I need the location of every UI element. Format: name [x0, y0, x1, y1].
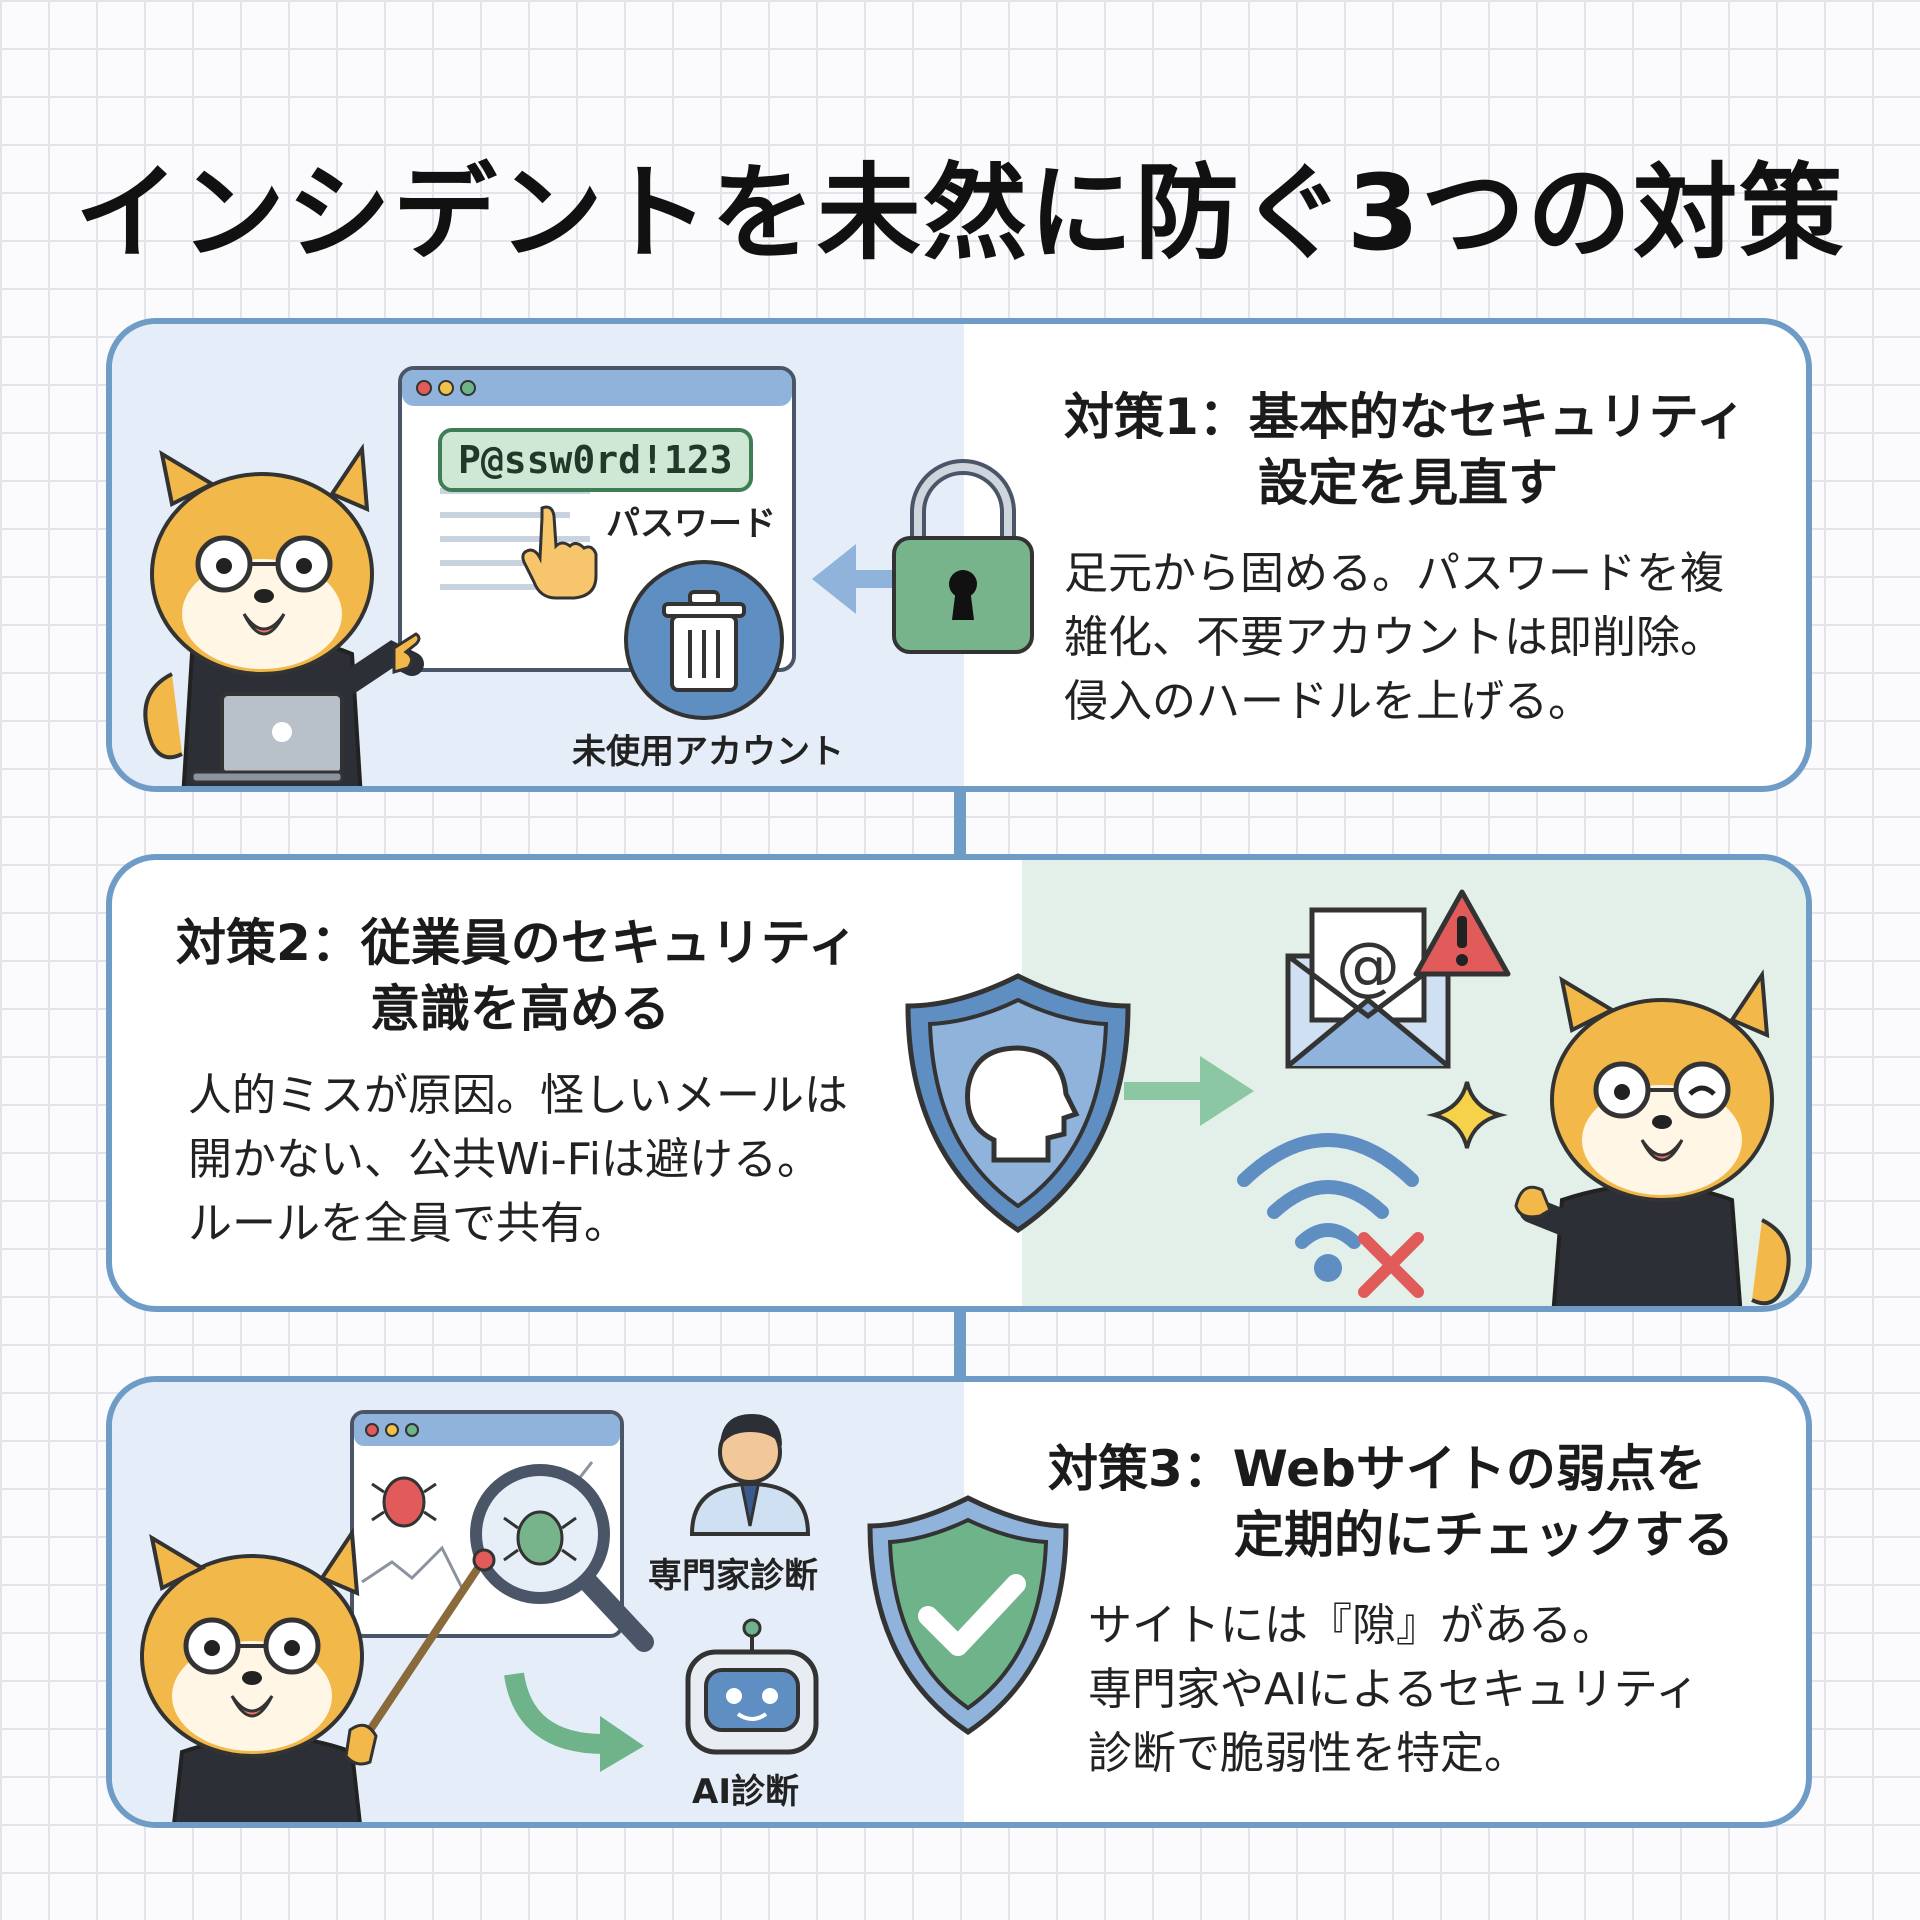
- measure-3-body-line: サイトには『隙』がある。: [1088, 1600, 1616, 1651]
- measure-1-body: 足元から固める。パスワードを複 雑化、不要アカウントは即削除。 侵入のハードルを…: [1064, 542, 1784, 734]
- measure-3-panel: 専門家診断 AI診断 対策3：: [106, 1376, 1812, 1828]
- measure-3-body-line: 専門家やAIによるセキュリティ: [1088, 1664, 1700, 1715]
- shield-person-icon: [905, 973, 1131, 1234]
- warning-icon: [1413, 889, 1511, 977]
- cross-icon: [1358, 1232, 1424, 1298]
- padlock-icon: [892, 459, 1034, 654]
- measure-3-body-line: 診断で脆弱性を特定。: [1088, 1728, 1528, 1779]
- expert-person-icon: [689, 1414, 811, 1536]
- measure-3-heading-line1: 対策3：Webサイトの弱点を: [1048, 1440, 1706, 1498]
- password-label: パスワード: [606, 504, 776, 544]
- measure-2-panel: 対策2：従業員のセキュリティ 意識を高める 人的ミスが原因。怪しいメールは 開か…: [106, 854, 1812, 1312]
- unused-account-label: 未使用アカウント: [572, 732, 844, 772]
- measure-1-panel: P@ssw0rd!123 パスワード 未使用アカウント: [106, 318, 1812, 792]
- measure-1-heading: 対策1：基本的なセキュリティ 設定を見直す: [1064, 384, 1784, 516]
- measure-1-body-line: 侵入のハードルを上げる。: [1064, 676, 1592, 727]
- robot-icon: [685, 1618, 819, 1755]
- trash-can-icon: [624, 560, 784, 720]
- dog-mascot-pointer: [140, 1527, 496, 1822]
- ai-diagnosis-label: AI診断: [692, 1772, 799, 1812]
- expert-diagnosis-label: 専門家診断: [648, 1556, 818, 1596]
- dog-mascot-wink: [1514, 969, 1791, 1306]
- right-arrow-icon: [1124, 1056, 1254, 1126]
- measure-3-heading-line2: 定期的にチェックする: [1234, 1506, 1734, 1564]
- sparkle-icon: [1426, 1081, 1508, 1149]
- measure-2-heading-line2: 意識を高める: [370, 980, 670, 1038]
- curved-arrow-icon: [504, 1672, 644, 1772]
- measure-2-body-line: 開かない、公共Wi-Fiは避ける。: [188, 1134, 821, 1185]
- measure-1-heading-line1: 対策1：基本的なセキュリティ: [1064, 388, 1746, 446]
- measure-2-heading-line1: 対策2：従業員のセキュリティ: [176, 914, 858, 972]
- shield-check-icon: [867, 1495, 1069, 1736]
- page-title: インシデントを未然に防ぐ3つの対策: [74, 152, 1846, 274]
- measure-2-body-line: ルールを全員で共有。: [188, 1198, 628, 1249]
- measure-2-heading: 対策2：従業員のセキュリティ 意識を高める: [176, 910, 936, 1042]
- password-sample-field: P@ssw0rd!123: [438, 428, 753, 492]
- measure-3-heading: 対策3：Webサイトの弱点を 定期的にチェックする: [1048, 1436, 1806, 1568]
- measure-2-body: 人的ミスが原因。怪しいメールは 開かない、公共Wi-Fiは避ける。 ルールを全員…: [188, 1064, 948, 1256]
- measure-1-heading-line2: 設定を見直す: [1258, 454, 1558, 512]
- measure-3-body: サイトには『隙』がある。 専門家やAIによるセキュリティ 診断で脆弱性を特定。: [1088, 1594, 1806, 1786]
- measure-1-body-line: 足元から固める。パスワードを複: [1064, 548, 1724, 599]
- wifi-icon: [1237, 1133, 1419, 1282]
- dog-mascot-laptop: [143, 443, 424, 786]
- magnifier-icon: [470, 1464, 654, 1652]
- pointing-hand-icon: [521, 505, 598, 600]
- svg-text:@: @: [1336, 930, 1400, 1004]
- measure-1-body-line: 雑化、不要アカウントは即削除。: [1064, 612, 1724, 663]
- measure-2-body-line: 人的ミスが原因。怪しいメールは: [188, 1070, 848, 1121]
